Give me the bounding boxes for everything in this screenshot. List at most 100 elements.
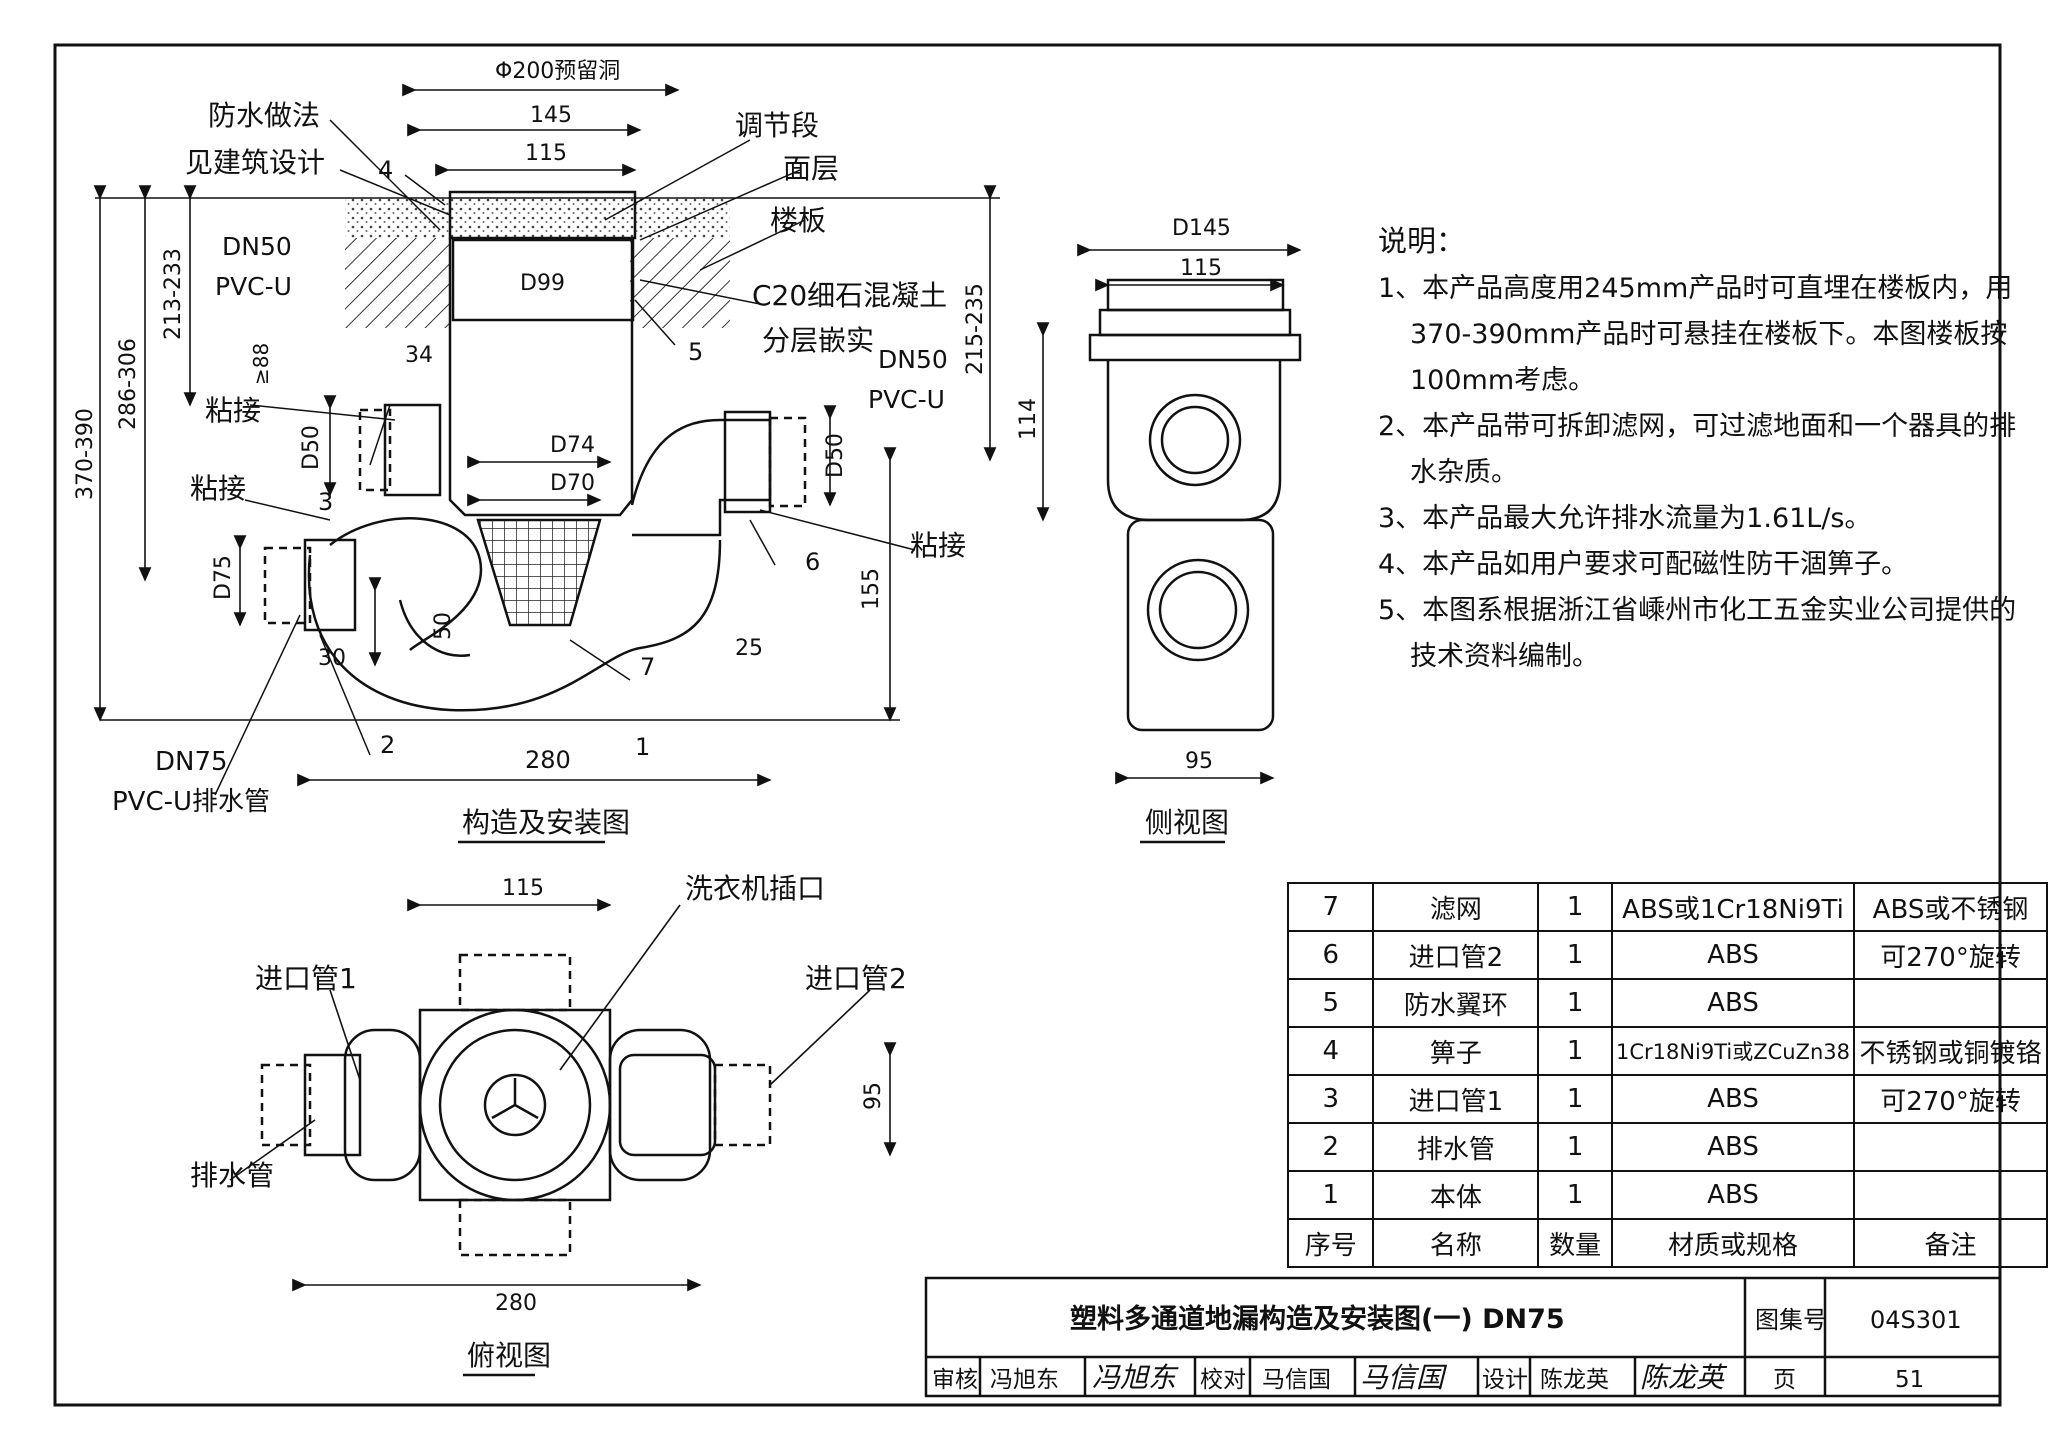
note-4: 4、本产品如用户要求可配磁性防干涸箅子。 [1378, 549, 1909, 580]
slab-label: 楼板 [770, 204, 826, 237]
parts-cell: 名称 [1372, 1218, 1540, 1268]
parts-cell: 1 [1537, 978, 1613, 1028]
parts-cell: 进口管1 [1372, 1074, 1540, 1124]
dim-155: 155 [859, 568, 884, 610]
parts-cell [1853, 1170, 2048, 1220]
parts-cell: 1 [1537, 1026, 1613, 1076]
checker-name: 马信国 [1262, 1367, 1331, 1393]
side-caption: 侧视图 [1145, 806, 1229, 839]
glue-label-1: 粘接 [205, 394, 261, 427]
dim-d75: D75 [211, 555, 236, 600]
parts-cell: 材质或规格 [1610, 1218, 1856, 1268]
parts-cell: 可270°旋转 [1853, 930, 2048, 980]
side-dim-114: 114 [1016, 398, 1041, 440]
note-5: 5、本图系根据浙江省嵊州市化工五金实业公司提供的技术资料编制。 [1378, 595, 2017, 672]
parts-cell: ABS [1610, 1122, 1856, 1172]
note-2: 2、本产品带可拆卸滤网，可过滤地面和一个器具的排水杂质。 [1378, 411, 2017, 488]
sheet-border [53, 43, 2002, 1407]
dim-370-390: 370-390 [73, 408, 98, 500]
parts-cell: 数量 [1537, 1218, 1613, 1268]
dim-d99: D99 [520, 271, 565, 296]
parts-cell: ABS [1610, 1170, 1856, 1220]
parts-cell: ABS [1610, 1074, 1856, 1124]
adjust-label: 调节段 [735, 109, 819, 142]
parts-cell: 5 [1286, 978, 1375, 1028]
dn50-left: DN50 [222, 232, 292, 261]
dim-34: 34 [405, 343, 433, 368]
section-labels: Φ200预留洞 145 115 D99 D74 D70 防水做法 见建筑设计 4… [73, 59, 988, 839]
parts-cell: 1Cr18Ni9Ti或ZCuZn38 [1610, 1026, 1856, 1076]
title-block-frame [924, 1276, 2002, 1398]
pvcu-right: PVC-U [868, 385, 945, 414]
surface-label: 面层 [783, 152, 839, 185]
atlas-number: 04S301 [1870, 1306, 1962, 1334]
glue-label-2: 粘接 [190, 472, 246, 505]
dim-286-306: 286-306 [116, 338, 141, 430]
dim-115: 115 [525, 141, 567, 166]
dim-d74: D74 [550, 433, 595, 458]
washer-label: 洗衣机插口 [685, 872, 825, 905]
parts-cell: 序号 [1286, 1218, 1375, 1268]
notes: 说明： 1、本产品高度用245mm产品时可直埋在楼板内，用370-390mm产品… [1378, 218, 2018, 680]
parts-cell [1853, 1122, 2048, 1172]
dim-30: 30 [318, 646, 346, 671]
design-label: 设计 [1482, 1367, 1528, 1393]
parts-cell: ABS或1Cr18Ni9Ti [1610, 882, 1856, 932]
dim-25: 25 [735, 636, 763, 661]
dim-50: 50 [431, 612, 456, 640]
dn50-right: DN50 [878, 345, 948, 374]
drawing-title: 塑料多通道地漏构造及安装图(一) DN75 [1070, 1303, 1565, 1335]
parts-cell: 排水管 [1372, 1122, 1540, 1172]
dn75-label: DN75 [155, 747, 228, 777]
hole-label: Φ200预留洞 [495, 59, 620, 84]
parts-cell: 1 [1537, 930, 1613, 980]
parts-cell: 滤网 [1372, 882, 1540, 932]
parts-cell: ABS [1610, 930, 1856, 980]
parts-cell: 1 [1286, 1170, 1375, 1220]
parts-cell: 1 [1537, 1170, 1613, 1220]
reviewer-name: 冯旭东 [990, 1367, 1059, 1393]
note-3: 3、本产品最大允许排水流量为1.61L/s。 [1378, 503, 1872, 534]
parts-cell: 6 [1286, 930, 1375, 980]
parts-cell: 3 [1286, 1074, 1375, 1124]
parts-cell: 不锈钢或铜镀铬 [1853, 1026, 2048, 1076]
waterproof-label: 防水做法 [208, 99, 320, 132]
parts-cell: 1 [1537, 1074, 1613, 1124]
side-dim-115: 115 [1180, 256, 1222, 281]
dim-280: 280 [525, 746, 571, 774]
reviewer-signature: 冯旭东 [1092, 1361, 1179, 1394]
parts-cell: 本体 [1372, 1170, 1540, 1220]
callout-5: 5 [688, 338, 703, 366]
see-arch-label: 见建筑设计 [185, 146, 325, 179]
side-labels: D145 115 114 95 侧视图 [1016, 216, 1231, 839]
concrete-label: C20细石混凝土 [752, 279, 947, 312]
fill-label: 分层嵌实 [762, 324, 874, 357]
dim-d50a: D50 [299, 425, 324, 470]
parts-cell: 1 [1537, 882, 1613, 932]
note-1: 1、本产品高度用245mm产品时可直埋在楼板内，用370-390mm产品时可悬挂… [1378, 273, 2013, 396]
parts-cell: ABS或不锈钢 [1853, 882, 2048, 932]
table-header-row: 序号名称数量材质或规格备注 [1286, 1218, 2048, 1268]
inlet1-label: 进口管1 [255, 962, 357, 995]
side-view [1036, 243, 1302, 785]
dim-215-235: 215-235 [963, 283, 988, 375]
title-block-text: 塑料多通道地漏构造及安装图(一) DN75 图集号 04S301 审核 冯旭东 … [932, 1303, 1962, 1394]
check-label: 校对 [1200, 1367, 1246, 1393]
callout-2: 2 [380, 731, 395, 759]
page-label: 页 [1773, 1367, 1796, 1393]
designer-name: 陈龙英 [1540, 1367, 1609, 1393]
side-dim-95: 95 [1185, 749, 1213, 774]
parts-cell: ABS [1610, 978, 1856, 1028]
parts-cell: 1 [1537, 1122, 1613, 1172]
dim-d70: D70 [550, 471, 595, 496]
parts-cell: 防水翼环 [1372, 978, 1540, 1028]
top-dim-95: 95 [861, 1082, 886, 1110]
top-view [229, 898, 897, 1292]
glue-label-3: 粘接 [910, 529, 966, 562]
dim-213-233: 213-233 [161, 248, 186, 340]
